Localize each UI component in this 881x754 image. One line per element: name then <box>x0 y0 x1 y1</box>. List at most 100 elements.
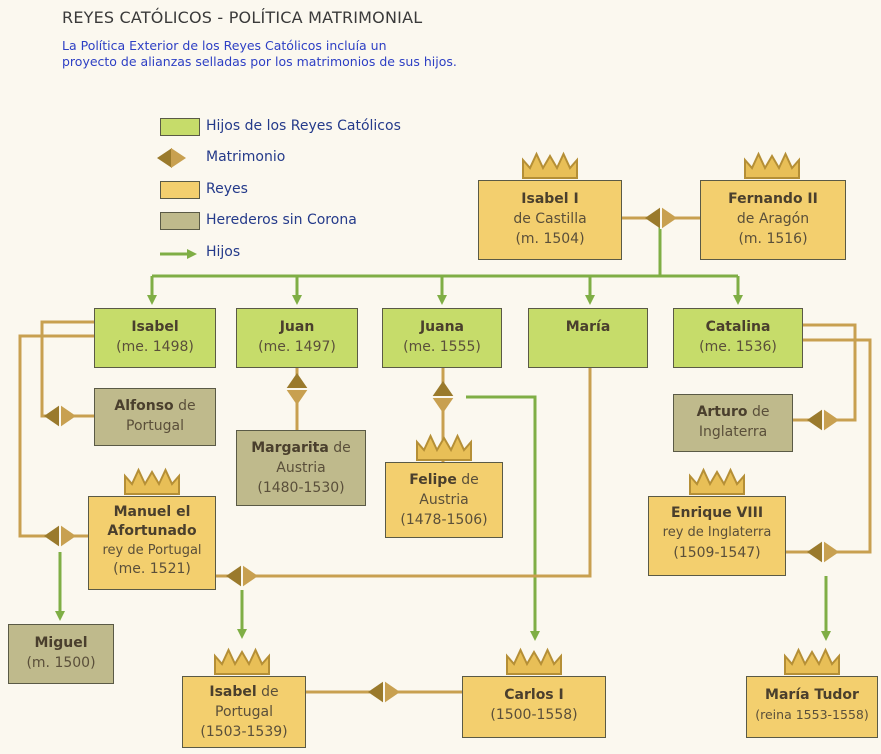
person-juan: Juan (me. 1497) <box>236 308 358 368</box>
name-catalina: Catalina <box>705 319 771 335</box>
title-isabel-i: de Castilla <box>513 211 587 227</box>
name-manuel: Manuel el <box>113 504 191 520</box>
legend-swatch-herederos <box>160 212 200 230</box>
marriage-line-catalina-enrique <box>786 338 872 554</box>
person-fernando-ii: Fernando II de Aragón (m. 1516) <box>700 180 846 260</box>
dates-miguel: (m. 1500) <box>26 655 96 671</box>
person-carlos-i: Carlos I (1500-1558) <box>462 676 606 738</box>
person-maria: María <box>528 308 648 368</box>
name-carlos-i: Carlos I <box>504 687 564 703</box>
crown-fernando-ii-icon <box>744 151 800 179</box>
marriage-symbol-catalina-arturo <box>807 409 839 431</box>
place-isabel-portugal: Portugal <box>215 704 273 720</box>
person-margarita: Margarita de Austria (1480-1530) <box>236 430 366 506</box>
intro-line-1: La Política Exterior de los Reyes Católi… <box>62 38 387 53</box>
crown-enrique-icon <box>689 467 745 495</box>
page-title: REYES CATÓLICOS - POLÍTICA MATRIMONIAL <box>62 8 423 27</box>
marriage-line-isabel-manuel <box>18 334 94 538</box>
dates-juana: (me. 1555) <box>403 339 481 355</box>
name-isabel-i: Isabel I <box>521 191 579 207</box>
name-maria-tudor: María Tudor <box>765 687 859 703</box>
name-juan: Juan <box>279 319 315 335</box>
marriage-symbol-juan-margarita <box>286 373 308 405</box>
dates-catalina: (me. 1536) <box>699 339 777 355</box>
name-miguel: Miguel <box>34 635 88 651</box>
place-margarita: Austria <box>276 460 326 476</box>
title-enrique: rey de Inglaterra <box>662 525 772 540</box>
person-manuel: Manuel el Afortunado rey de Portugal (me… <box>88 496 216 590</box>
arrow-to-carlos <box>466 395 540 641</box>
dates-fernando-ii: (m. 1516) <box>738 231 808 247</box>
name-enrique: Enrique VIII <box>670 505 764 521</box>
prep-margarita: de <box>333 440 351 456</box>
place-alfonso: Portugal <box>126 418 184 434</box>
legend-label-hijos-arrow: Hijos <box>206 244 241 260</box>
title-manuel: rey de Portugal <box>102 543 202 558</box>
crown-isabel-portugal-icon <box>214 647 270 675</box>
name-margarita: Margarita <box>251 440 329 456</box>
legend-label-matrimonio: Matrimonio <box>206 149 286 165</box>
person-enrique: Enrique VIII rey de Inglaterra (1509-154… <box>648 496 786 576</box>
dates-isabel-portugal: (1503-1539) <box>200 724 288 740</box>
name-arturo: Arturo <box>696 404 748 420</box>
dates-carlos-i: (1500-1558) <box>490 707 578 723</box>
title-fernando-ii: de Aragón <box>736 211 810 227</box>
name-maria: María <box>565 319 611 335</box>
name-felipe: Felipe <box>409 472 457 488</box>
place-felipe: Austria <box>419 492 469 508</box>
marriage-symbol-reyes <box>645 207 677 229</box>
marriage-symbol-carlos-isabel <box>368 681 400 703</box>
dates-margarita: (1480-1530) <box>257 480 345 496</box>
prep-felipe: de <box>461 472 479 488</box>
crown-felipe-icon <box>416 433 472 461</box>
crown-maria-tudor-icon <box>784 647 840 675</box>
dates-juan: (me. 1497) <box>258 339 336 355</box>
legend-marriage-left <box>157 148 172 168</box>
prep-arturo: de <box>751 404 770 420</box>
name-isabel-portugal: Isabel <box>209 684 257 700</box>
person-miguel: Miguel (m. 1500) <box>8 624 114 684</box>
person-arturo: Arturo de Inglaterra <box>673 394 793 452</box>
marriage-symbol-isabel-alfonso <box>44 405 76 427</box>
dates-felipe: (1478-1506) <box>400 512 488 528</box>
person-felipe: Felipe de Austria (1478-1506) <box>385 462 503 538</box>
marriage-line-maria-manuel <box>216 368 592 578</box>
legend-marriage-right <box>171 148 186 168</box>
person-maria-tudor: María Tudor (reina 1553-1558) <box>746 676 878 738</box>
person-isabel-portugal: Isabel de Portugal (1503-1539) <box>182 676 306 748</box>
marriage-symbol-juana-felipe <box>432 381 454 413</box>
prep-alfonso: de <box>178 398 196 414</box>
legend-swatch-hijos <box>160 118 200 136</box>
legend-label-reyes: Reyes <box>206 181 248 197</box>
crown-carlos-i-icon <box>506 647 562 675</box>
person-isabel: Isabel (me. 1498) <box>94 308 216 368</box>
legend-label-herederos: Herederos sin Corona <box>206 212 357 228</box>
place-arturo: Inglaterra <box>698 424 768 440</box>
intro-text: La Política Exterior de los Reyes Católi… <box>62 38 532 70</box>
marriage-symbol-isabel-manuel <box>44 525 76 547</box>
dates-isabel-i: (m. 1504) <box>515 231 585 247</box>
prep-isabel-portugal: de <box>261 684 279 700</box>
marriage-symbol-maria-manuel <box>226 565 258 587</box>
legend-label-hijos: Hijos de los Reyes Católicos <box>206 118 401 134</box>
dates-maria-tudor: (reina 1553-1558) <box>755 707 869 722</box>
dates-enrique: (1509-1547) <box>673 545 761 561</box>
name-alfonso: Alfonso <box>114 398 174 414</box>
person-juana: Juana (me. 1555) <box>382 308 502 368</box>
name-manuel-2: Afortunado <box>107 523 197 539</box>
legend-swatch-reyes <box>160 181 200 199</box>
crown-manuel-icon <box>124 467 180 495</box>
name-juana: Juana <box>419 319 465 335</box>
intro-line-2: proyecto de alianzas selladas por los ma… <box>62 54 457 69</box>
person-alfonso: Alfonso de Portugal <box>94 388 216 446</box>
dates-manuel: (me. 1521) <box>113 561 191 577</box>
name-isabel: Isabel <box>131 319 179 335</box>
person-isabel-i: Isabel I de Castilla (m. 1504) <box>478 180 622 260</box>
dates-isabel: (me. 1498) <box>116 339 194 355</box>
person-catalina: Catalina (me. 1536) <box>673 308 803 368</box>
name-fernando-ii: Fernando II <box>728 191 818 207</box>
marriage-symbol-catalina-enrique <box>807 541 839 563</box>
crown-isabel-i-icon <box>522 151 578 179</box>
